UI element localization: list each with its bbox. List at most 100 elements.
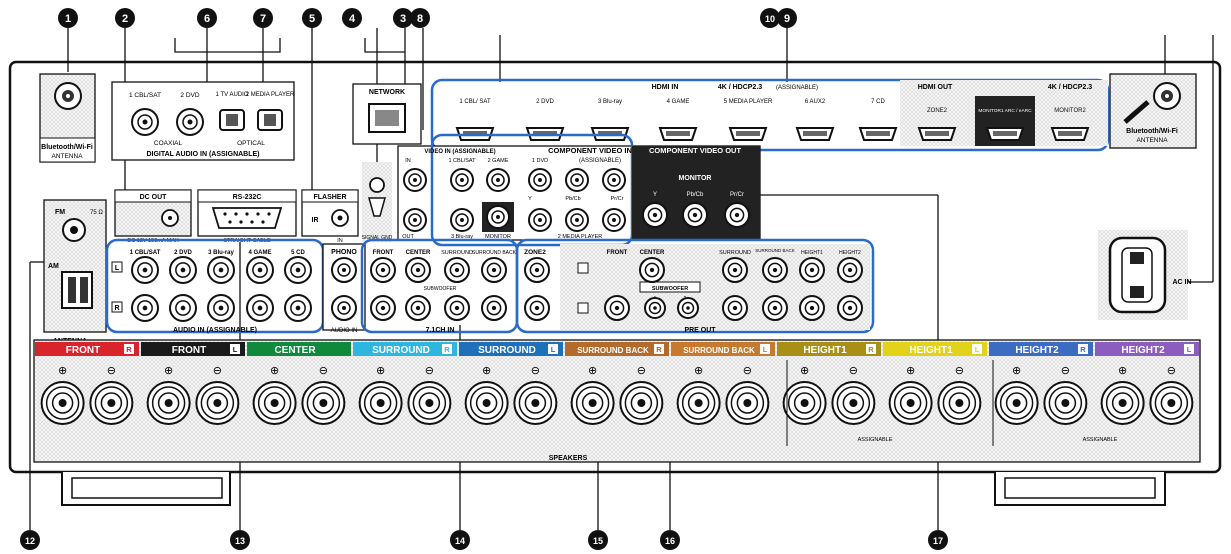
video-monitor-in-jack[interactable] bbox=[403, 168, 427, 192]
hdmi-out-port-2[interactable]: MONITOR1 ARC / eARC bbox=[975, 96, 1035, 146]
pre-out-sub-2[interactable] bbox=[677, 297, 699, 319]
speaker-side: R bbox=[444, 345, 450, 354]
audio-in-2-r-jack[interactable] bbox=[169, 294, 197, 322]
fm-ohm: 75 Ω bbox=[90, 210, 103, 216]
pre-out-jack-bottom-4[interactable] bbox=[837, 295, 863, 321]
audio-in-4-l-jack[interactable] bbox=[246, 256, 274, 284]
speaker-terminal-plus[interactable] bbox=[464, 381, 509, 425]
hdmi-out-port-label: MONITOR1 ARC / eARC bbox=[978, 108, 1032, 114]
audio-in-4-r-jack[interactable] bbox=[246, 294, 274, 322]
component-in-2-pr[interactable] bbox=[602, 208, 626, 232]
component-out-y[interactable] bbox=[642, 202, 668, 228]
speaker-terminal-plus[interactable] bbox=[570, 381, 615, 425]
ac-in-section: AC IN bbox=[1098, 230, 1192, 320]
pre-out-jack-top-3[interactable] bbox=[799, 257, 825, 283]
pre-out-jack-bottom-3[interactable] bbox=[799, 295, 825, 321]
speaker-terminal-minus[interactable] bbox=[937, 381, 982, 425]
audio-in-2-l-jack[interactable] bbox=[169, 256, 197, 284]
component-in-1-pr[interactable] bbox=[602, 168, 626, 192]
ch71-in-jack-top-1[interactable] bbox=[370, 257, 396, 283]
audio-in-3-r-jack[interactable] bbox=[207, 294, 235, 322]
speaker-terminal-minus[interactable] bbox=[89, 381, 134, 425]
zone2-pre-r[interactable] bbox=[524, 295, 550, 321]
speaker-terminal-plus[interactable] bbox=[676, 381, 721, 425]
speaker-side: L bbox=[551, 345, 556, 354]
pre-out-jack-bottom-2[interactable] bbox=[762, 295, 788, 321]
callout-number: 10 bbox=[765, 14, 775, 24]
hdmi-out-port-1[interactable]: ZONE2 bbox=[917, 108, 957, 141]
ch71-in-jack-bottom-1[interactable] bbox=[370, 295, 396, 321]
video-in-jack-2[interactable] bbox=[486, 168, 510, 192]
speaker-terminal-plus[interactable] bbox=[994, 381, 1039, 425]
ch71-in-jack-bottom-3[interactable] bbox=[444, 295, 470, 321]
flasher-title: FLASHER bbox=[313, 194, 346, 201]
zone2-pre-l[interactable] bbox=[524, 257, 550, 283]
component-in-2-y[interactable] bbox=[528, 208, 552, 232]
pre-out-subwoofer: SUBWOOFER bbox=[652, 286, 688, 292]
speaker-terminal-minus[interactable] bbox=[1149, 381, 1194, 425]
ch71-surround-back: SURROUND BACK bbox=[472, 250, 517, 256]
hdmi-in-port-label: 7 CD bbox=[871, 99, 885, 105]
speakers-title: SPEAKERS bbox=[549, 455, 588, 462]
hdmi-in-port-4[interactable]: 4 GAME bbox=[658, 99, 698, 141]
speaker-terminal-minus[interactable] bbox=[513, 381, 558, 425]
hdmi-in-port-5[interactable]: 5 MEDIA PLAYER bbox=[724, 99, 773, 141]
pre-out-jack-top-4[interactable] bbox=[837, 257, 863, 283]
callout-number: 13 bbox=[235, 536, 245, 546]
audio-in-3-l-jack[interactable] bbox=[207, 256, 235, 284]
callout-3: 3 bbox=[393, 8, 413, 28]
ch71-in-jack-top-2[interactable] bbox=[405, 257, 431, 283]
speaker-terminal-plus[interactable] bbox=[252, 381, 297, 425]
video-in-jack-3[interactable] bbox=[450, 208, 474, 232]
speaker-terminal-plus[interactable] bbox=[782, 381, 827, 425]
pre-out-sub-1[interactable] bbox=[644, 297, 666, 319]
ch71-in-jack-bottom-2[interactable] bbox=[405, 295, 431, 321]
speaker-terminal-minus[interactable] bbox=[301, 381, 346, 425]
pre-out-jack-top-2[interactable] bbox=[762, 257, 788, 283]
hdmi-in-port-7[interactable]: 7 CD bbox=[858, 99, 898, 141]
video-in-jack-1[interactable] bbox=[450, 168, 474, 192]
ch71-in-jack-bottom-4[interactable] bbox=[481, 295, 507, 321]
hdmi-out-port-3[interactable]: MONITOR2 bbox=[1050, 108, 1090, 141]
callout-number: 14 bbox=[455, 536, 465, 546]
ch71-in-jack-top-3[interactable] bbox=[444, 257, 470, 283]
speaker-terminal-plus[interactable] bbox=[1100, 381, 1145, 425]
speaker-terminal-plus[interactable] bbox=[146, 381, 191, 425]
speaker-terminal-minus[interactable] bbox=[619, 381, 664, 425]
pre-out-center[interactable] bbox=[639, 257, 665, 283]
plus-terminal-icon: ⊕ bbox=[376, 365, 385, 377]
speaker-terminal-minus[interactable] bbox=[407, 381, 452, 425]
speaker-group-name: SURROUND BACK bbox=[577, 346, 649, 355]
component-in-2-pb[interactable] bbox=[565, 208, 589, 232]
audio-in-1-r-jack[interactable] bbox=[131, 294, 159, 322]
plus-terminal-icon: ⊕ bbox=[694, 365, 703, 377]
audio-in-1-l-jack[interactable] bbox=[131, 256, 159, 284]
speaker-terminal-plus[interactable] bbox=[358, 381, 403, 425]
component-in-1-y[interactable] bbox=[528, 168, 552, 192]
speaker-terminal-minus[interactable] bbox=[1043, 381, 1088, 425]
component-out-pr[interactable] bbox=[724, 202, 750, 228]
video-monitor-out[interactable] bbox=[486, 205, 510, 229]
pre-out-center: CENTER bbox=[640, 250, 665, 256]
audio-in-5-r-jack[interactable] bbox=[284, 294, 312, 322]
ch71-in-jack-top-4[interactable] bbox=[481, 257, 507, 283]
ch71-in-section: 7.1CH IN FRONT CENTER SURROUND SURROUND … bbox=[360, 238, 519, 334]
audio-in-input-label: 2 DVD bbox=[174, 250, 192, 256]
speaker-terminal-minus[interactable] bbox=[725, 381, 770, 425]
pre-out-jack-top-1[interactable] bbox=[722, 257, 748, 283]
speaker-terminal-plus[interactable] bbox=[888, 381, 933, 425]
speaker-terminal-plus[interactable] bbox=[40, 381, 85, 425]
optical-label: OPTICAL bbox=[237, 140, 265, 147]
component-out-pb[interactable] bbox=[682, 202, 708, 228]
video-monitor-out-jack[interactable] bbox=[403, 208, 427, 232]
hdmi-in-port-6[interactable]: 6 AUX2 bbox=[795, 99, 835, 141]
video-in-jack1: 1 CBL/SAT bbox=[448, 158, 476, 164]
pre-out-jack-bottom-1[interactable] bbox=[722, 295, 748, 321]
component-in-1-pb[interactable] bbox=[565, 168, 589, 192]
audio-in-5-l-jack[interactable] bbox=[284, 256, 312, 284]
pre-out-front-r[interactable] bbox=[604, 295, 630, 321]
hdmi-in-port-label: 2 DVD bbox=[536, 99, 554, 105]
speaker-terminal-minus[interactable] bbox=[195, 381, 240, 425]
speaker-terminal-minus[interactable] bbox=[831, 381, 876, 425]
